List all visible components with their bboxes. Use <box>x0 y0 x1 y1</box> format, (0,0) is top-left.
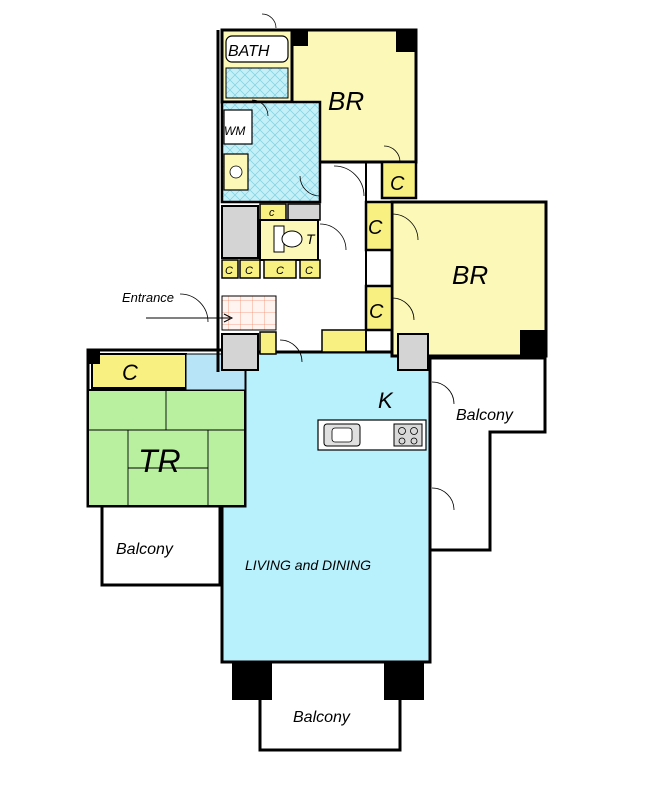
kitchen-label: K <box>378 388 394 413</box>
wm-label: WM <box>224 124 245 138</box>
bedroom-upper-label: BR <box>328 86 364 116</box>
entrance-label: Entrance <box>122 290 174 305</box>
balcony-left-label: Balcony <box>116 541 174 558</box>
living-dining-floor <box>220 350 432 664</box>
closet-row <box>221 259 321 279</box>
balcony-bottom-label: Balcony <box>293 709 351 726</box>
kitchen-counter <box>317 419 427 451</box>
closet-lower-right <box>364 284 394 332</box>
tatami-room <box>86 348 247 508</box>
closet-row-3-label: C <box>276 265 284 277</box>
closet-mid-right-label: C <box>368 217 383 239</box>
bedroom-upper <box>290 28 418 164</box>
storage-gray <box>397 333 429 371</box>
bedroom-right <box>390 200 548 358</box>
toilet-room <box>259 219 319 261</box>
closet-small-yellow <box>259 331 277 355</box>
closet-small-label: c <box>269 207 275 219</box>
washroom <box>220 100 322 204</box>
bath-room <box>220 28 294 104</box>
closet-lower-right-label: C <box>369 301 384 323</box>
closet-upper-right-label: C <box>390 173 405 195</box>
balcony-right-label: Balcony <box>456 407 514 424</box>
closet-tatami-label: C <box>122 360 138 385</box>
tatami-room-label: TR <box>138 443 181 479</box>
living-dining-label: LIVING and DINING <box>245 557 371 573</box>
entrance-floor <box>221 295 277 331</box>
bedroom-right-label: BR <box>452 260 488 290</box>
closet-small-yellow <box>321 329 367 353</box>
toilet-label: T <box>306 231 316 247</box>
closet-row-1-label: C <box>225 265 233 277</box>
closet-row-4-label: C <box>305 265 313 277</box>
balcony-bottom-area <box>258 700 402 752</box>
pillar <box>384 662 424 700</box>
storage-gray <box>221 205 259 259</box>
balcony-right-area <box>428 356 547 552</box>
door-swings <box>251 13 455 511</box>
closet-upper-right <box>380 160 418 200</box>
storage-gray <box>221 333 259 371</box>
pillar <box>232 662 272 700</box>
storage-gray <box>287 203 321 221</box>
bath-label: BATH <box>228 43 270 60</box>
closet-row-2-label: C <box>245 265 253 277</box>
